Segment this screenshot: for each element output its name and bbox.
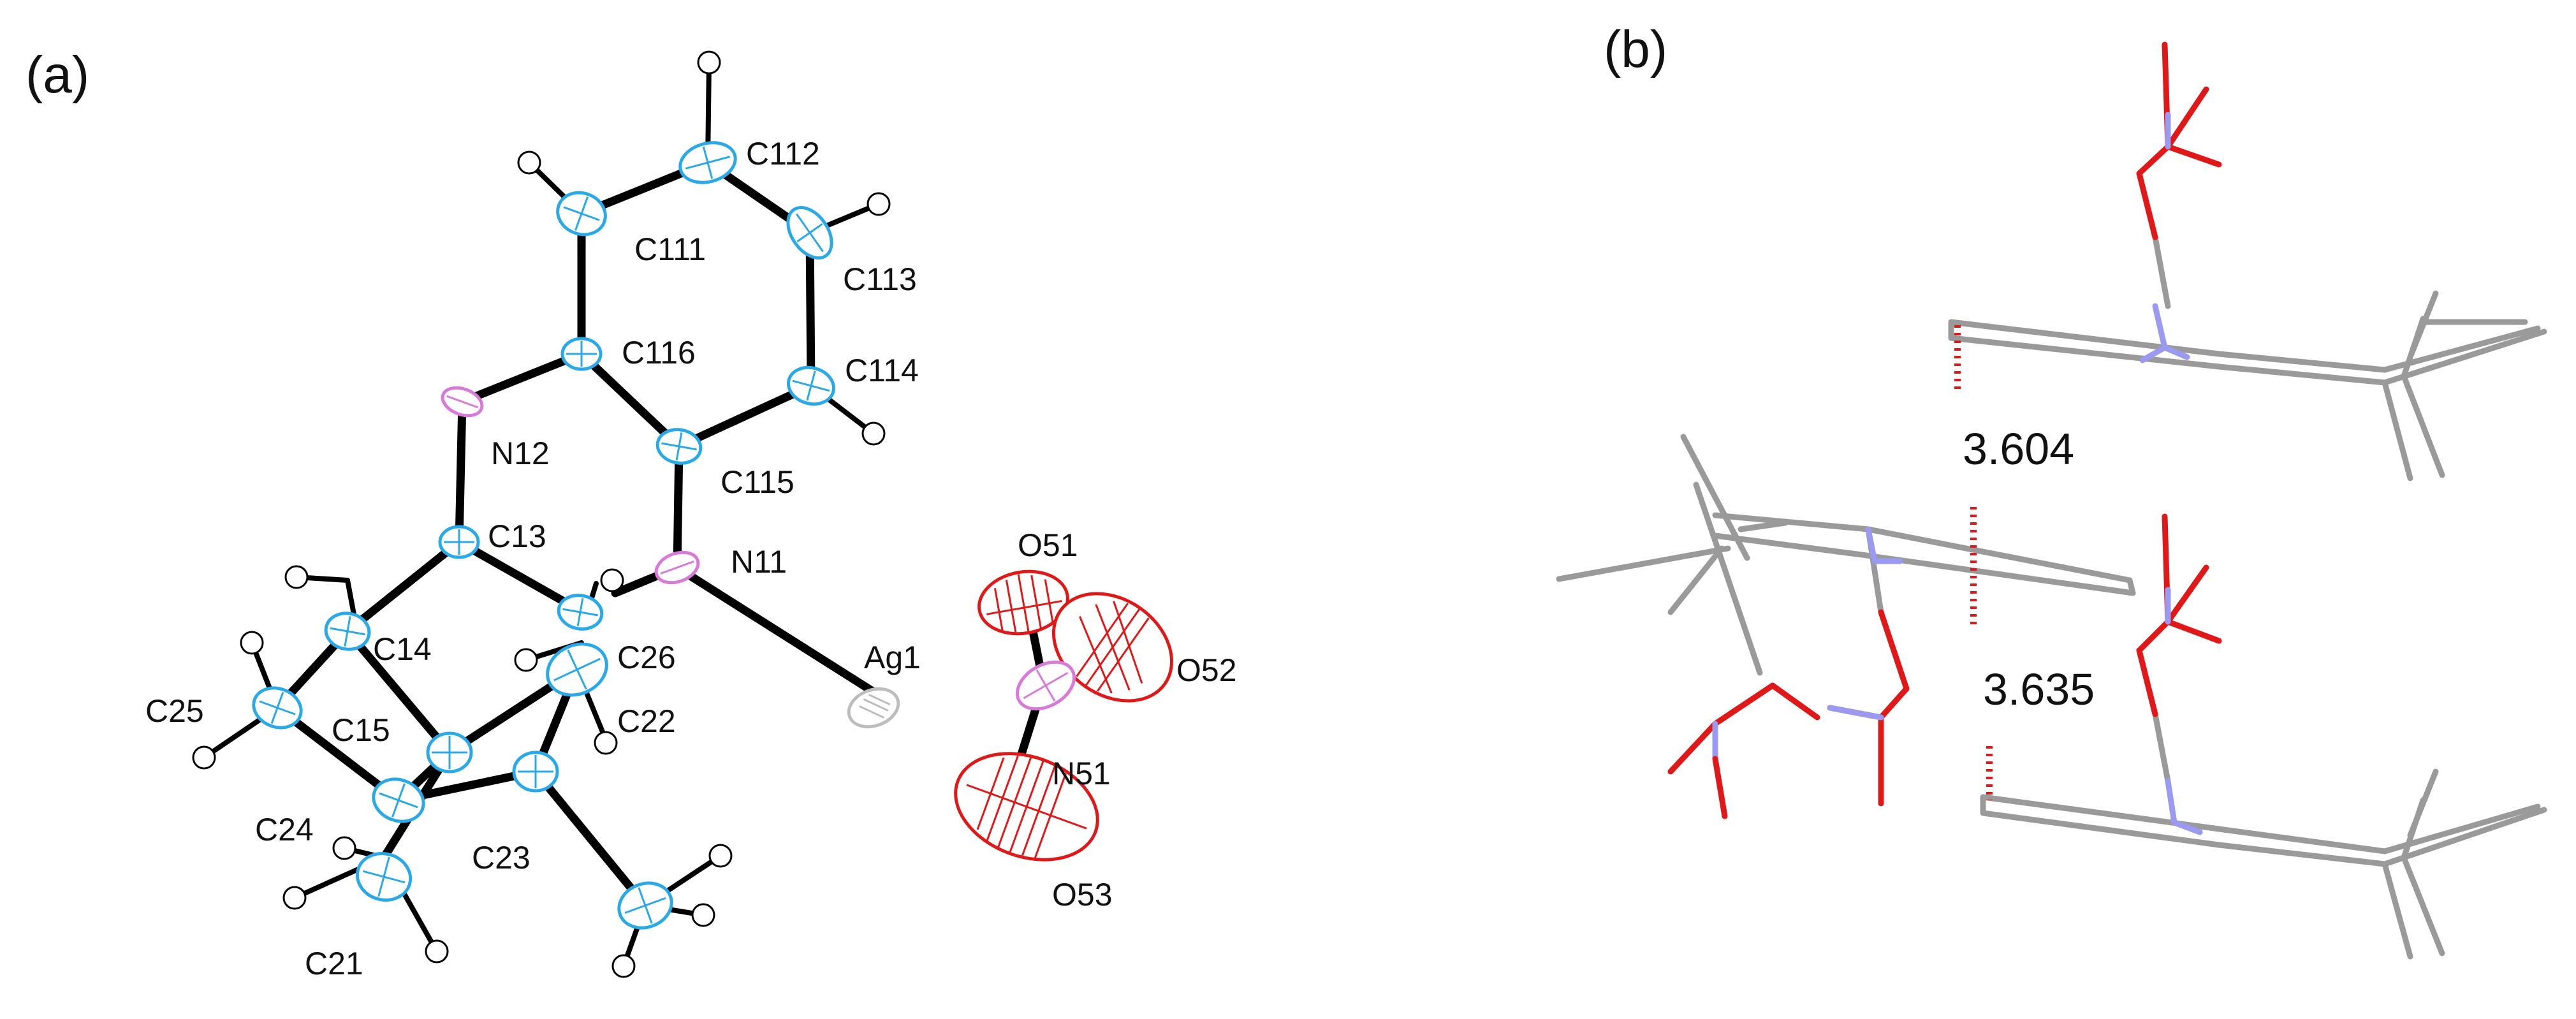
hydrogen-atom bbox=[691, 903, 715, 927]
stack-molecule-top bbox=[1948, 41, 2547, 481]
panel-label-a: (a) bbox=[26, 46, 89, 104]
atom-label-c23: C23 bbox=[472, 840, 531, 876]
atom-label-o51: O51 bbox=[1018, 527, 1078, 563]
heavy-bonds bbox=[273, 158, 878, 910]
atom-label-c21: C21 bbox=[305, 946, 363, 981]
atom-label-c15: C15 bbox=[332, 712, 390, 748]
hydrogen-atom bbox=[284, 565, 309, 589]
oxygen-ellipsoid-o53 bbox=[954, 752, 1099, 861]
atom-label-c111: C111 bbox=[634, 231, 706, 267]
hydrogen-atom bbox=[192, 745, 216, 770]
atom-label-c24: C24 bbox=[255, 812, 314, 847]
distance-label-lower: 3.635 bbox=[1983, 664, 2095, 714]
oxygen-ellipsoid-o52 bbox=[1051, 592, 1174, 703]
atom-label-c114: C114 bbox=[845, 353, 919, 388]
stack-molecule-middle bbox=[1556, 434, 2136, 807]
hydrogen-atoms bbox=[192, 50, 891, 978]
centroid-contacts bbox=[1954, 325, 1993, 800]
hydrogen-atom bbox=[611, 954, 636, 978]
carbon-ellipsoids bbox=[252, 141, 836, 930]
stack-molecule-bottom bbox=[1980, 513, 2547, 960]
hydrogen-atom bbox=[708, 844, 733, 868]
atom-label-c112: C112 bbox=[746, 136, 820, 172]
atom-label-c14: C14 bbox=[373, 631, 432, 667]
nitrate-group bbox=[954, 569, 1174, 861]
atom-label-n12: N12 bbox=[491, 436, 550, 471]
atom-label-n11: N11 bbox=[731, 544, 787, 580]
atom-label-o53: O53 bbox=[1052, 877, 1113, 913]
oxygen-ellipsoid-o51 bbox=[977, 569, 1069, 636]
atom-label-c22: C22 bbox=[617, 703, 676, 739]
hydrogen-atom bbox=[594, 731, 618, 755]
distance-label-upper: 3.604 bbox=[1963, 424, 2074, 474]
silver-atom bbox=[847, 687, 900, 729]
atom-label-c115: C115 bbox=[721, 464, 794, 500]
atom-label-o52: O52 bbox=[1176, 652, 1237, 688]
atom-label-n51: N51 bbox=[1052, 756, 1111, 791]
atom-label-c113: C113 bbox=[843, 261, 917, 297]
nitrogen-ellipsoids bbox=[441, 386, 700, 585]
hydrogen-atom bbox=[282, 886, 307, 910]
hydrogen-atom bbox=[861, 422, 886, 446]
panel-a-ortep: C112 C111 C113 C116 C114 N12 C115 C13 O5… bbox=[145, 50, 1237, 981]
panel-label-b: (b) bbox=[1604, 20, 1667, 78]
panel-b-stacking: 3.604 3.635 bbox=[1556, 41, 2547, 960]
hydrogen-atom bbox=[332, 836, 356, 860]
hydrogen-atom bbox=[600, 568, 624, 592]
atom-label-ag1: Ag1 bbox=[864, 640, 921, 675]
hydrogen-atom bbox=[425, 939, 449, 964]
atom-labels: C112 C111 C113 C116 C114 N12 C115 C13 O5… bbox=[145, 136, 1237, 981]
nitrogen-ellipsoid-n51 bbox=[1015, 660, 1076, 711]
atom-label-c26: C26 bbox=[617, 640, 676, 675]
hydrogen-atom bbox=[517, 150, 541, 175]
hydrogen-atom bbox=[240, 631, 264, 655]
hydrogen-atom bbox=[697, 50, 721, 75]
stack-nitrate-left bbox=[1667, 682, 1776, 819]
atom-label-c25: C25 bbox=[145, 693, 204, 729]
atom-label-c116: C116 bbox=[622, 335, 696, 370]
atom-label-c13: C13 bbox=[488, 518, 546, 554]
hydrogen-atom bbox=[514, 648, 538, 672]
hydrogen-atom bbox=[867, 192, 891, 216]
